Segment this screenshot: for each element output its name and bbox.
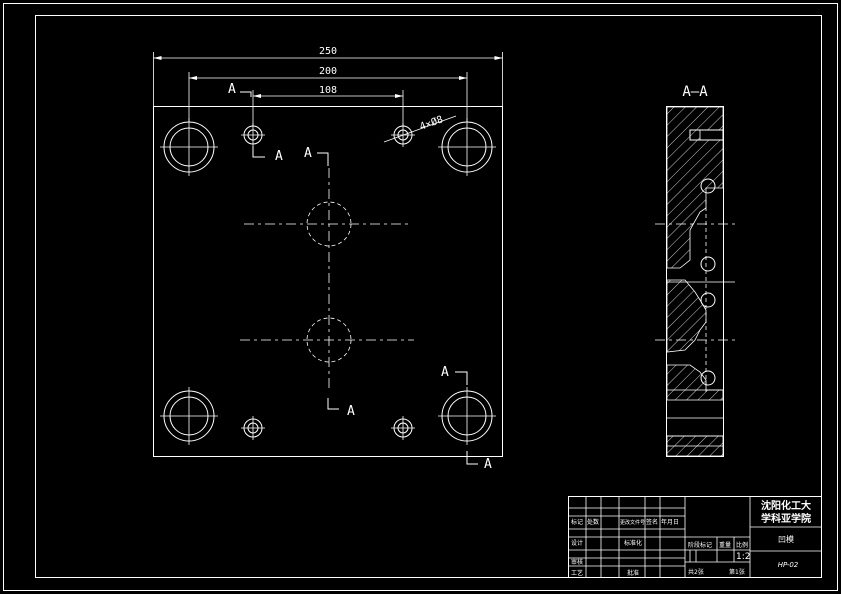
inner-frame (35, 15, 822, 578)
dim-200: 200 (188, 66, 468, 122)
pin-hole-bottom-right (391, 416, 415, 440)
tb-count: 处数 (587, 518, 599, 526)
tb-weight: 重量 (719, 541, 731, 549)
tb-date: 年月日 (661, 518, 679, 526)
section-hatch-middle (666, 279, 707, 353)
pin-hole-top-left (241, 123, 265, 147)
section-outline (666, 106, 724, 457)
guide-hole-bottom-right (438, 387, 496, 445)
svg-text:A: A (484, 457, 492, 472)
title-block: 标记 处数 更改文件号 签名 年月日 设计 标准化 审核 工艺 批准 阶段标记 … (568, 496, 822, 578)
tb-approve: 批准 (627, 569, 639, 577)
drawing-number: HP-02 (778, 561, 799, 569)
guide-hole-bottom-left (160, 387, 218, 445)
cavity-upper (244, 201, 412, 247)
tb-process: 工艺 (571, 569, 583, 577)
section-view: A—A (655, 84, 738, 457)
outer-frame (3, 3, 838, 591)
school-name-line1: 沈阳化工大 (761, 499, 811, 512)
hole-callout-text: 4×Ø8 (418, 113, 445, 133)
plate-outline (153, 106, 503, 457)
dim-250: 250 (153, 46, 503, 106)
tb-stage-mark: 阶段标记 (688, 541, 712, 549)
svg-text:A: A (275, 149, 283, 164)
dim-108-text: 108 (319, 85, 337, 96)
tb-change-doc: 更改文件号 (620, 519, 645, 526)
section-mark-1: A (228, 82, 252, 97)
hole-callout: 4×Ø8 (383, 113, 457, 143)
guide-hole-top-left (160, 118, 218, 176)
svg-text:A: A (228, 82, 236, 97)
tb-standardize: 标准化 (624, 539, 642, 547)
tb-scale-value: 1:2 (736, 552, 750, 562)
section-mark-3: A (304, 146, 329, 166)
part-name: 凹模 (778, 534, 794, 544)
pin-hole-bottom-left (241, 416, 265, 440)
dim-250-text: 250 (319, 46, 337, 57)
svg-text:A: A (304, 146, 312, 161)
dim-200-text: 200 (319, 66, 337, 77)
plan-view: 250 200 108 4×Ø8 A A (153, 46, 503, 472)
section-title: A—A (682, 84, 708, 100)
section-mark-4: A (327, 398, 355, 419)
cavity-lower (240, 317, 414, 363)
tb-mark: 标记 (571, 518, 583, 526)
tb-scale-label: 比例 (736, 541, 748, 549)
tb-sheet-total: 共2张 (688, 568, 704, 576)
section-mark-5: A (441, 365, 468, 385)
section-hatch-lower (666, 364, 724, 401)
tb-design: 设计 (571, 539, 583, 547)
tb-review: 审核 (571, 558, 583, 566)
svg-text:A: A (441, 365, 449, 380)
svg-text:A: A (347, 404, 355, 419)
dim-108: 108 (252, 85, 404, 126)
section-mark-6: A (466, 451, 492, 472)
section-mark-2: A (252, 146, 283, 164)
tb-sign: 签名 (646, 518, 658, 526)
guide-hole-top-right (438, 118, 496, 176)
school-name-line2: 学科亚学院 (761, 512, 811, 525)
tb-sheet-no: 第1张 (729, 568, 745, 576)
